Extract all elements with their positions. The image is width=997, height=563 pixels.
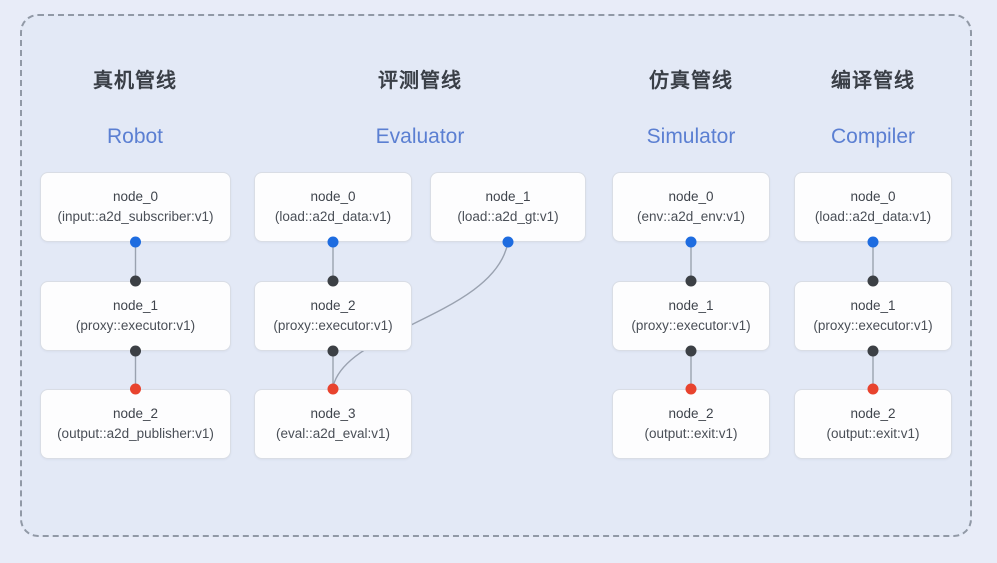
node-name: node_3 [310, 406, 356, 421]
node-type: (load::a2d_data:v1) [814, 209, 932, 224]
node-name: node_1 [668, 298, 714, 313]
pipeline-title-zh-robot: 真机管线 [93, 70, 177, 92]
node-type: (eval::a2d_eval:v1) [275, 426, 391, 441]
node-box-simulator-node1: node_1 (proxy::executor:v1) [612, 281, 770, 351]
pipeline-title-zh-compiler: 编译管线 [831, 70, 915, 92]
node-name: node_0 [310, 189, 356, 204]
pipeline-title-zh-evaluator: 评测管线 [378, 70, 462, 92]
node-box-evaluator-node3: node_3 (eval::a2d_eval:v1) [254, 389, 412, 459]
node-box-compiler-node1: node_1 (proxy::executor:v1) [794, 281, 952, 351]
node-box-evaluator-node2: node_2 (proxy::executor:v1) [254, 281, 412, 351]
node-name: node_0 [668, 189, 714, 204]
node-name: node_2 [850, 406, 896, 421]
node-type: (proxy::executor:v1) [813, 318, 933, 333]
node-name: node_1 [850, 298, 896, 313]
node-type: (proxy::executor:v1) [631, 318, 751, 333]
node-box-evaluator-node1: node_1 (load::a2d_gt:v1) [430, 172, 586, 242]
node-name: node_2 [112, 406, 159, 421]
node-box-simulator-node2: node_2 (output::exit:v1) [612, 389, 770, 459]
node-type: (proxy::executor:v1) [75, 318, 196, 333]
pipeline-title-en-robot: Robot [106, 125, 164, 148]
node-name: node_2 [668, 406, 714, 421]
pipeline-title-en-compiler: Compiler [830, 125, 916, 148]
pipeline-title-zh-simulator: 仿真管线 [649, 70, 733, 92]
node-box-compiler-node2: node_2 (output::exit:v1) [794, 389, 952, 459]
node-box-compiler-node0: node_0 (load::a2d_data:v1) [794, 172, 952, 242]
pipeline-title-en-evaluator: Evaluator [375, 125, 465, 148]
node-box-simulator-node0: node_0 (env::a2d_env:v1) [612, 172, 770, 242]
node-box-robot-node0: node_0 (input::a2d_subscriber:v1) [40, 172, 231, 242]
node-type: (load::a2d_data:v1) [274, 209, 392, 224]
node-type: (load::a2d_gt:v1) [457, 209, 559, 224]
node-name: node_2 [310, 298, 356, 313]
node-type: (output::exit:v1) [644, 426, 738, 441]
node-box-robot-node2: node_2 (output::a2d_publisher:v1) [40, 389, 231, 459]
node-type: (proxy::executor:v1) [273, 318, 393, 333]
node-type: (input::a2d_subscriber:v1) [57, 209, 214, 224]
node-type: (output::exit:v1) [826, 426, 920, 441]
node-name: node_1 [112, 298, 159, 313]
node-name: node_0 [112, 189, 159, 204]
node-type: (env::a2d_env:v1) [636, 209, 746, 224]
node-name: node_0 [850, 189, 896, 204]
node-box-robot-node1: node_1 (proxy::executor:v1) [40, 281, 231, 351]
node-type: (output::a2d_publisher:v1) [57, 426, 214, 441]
pipeline-title-en-simulator: Simulator [646, 125, 736, 148]
node-box-evaluator-node0: node_0 (load::a2d_data:v1) [254, 172, 412, 242]
node-name: node_1 [485, 189, 531, 204]
